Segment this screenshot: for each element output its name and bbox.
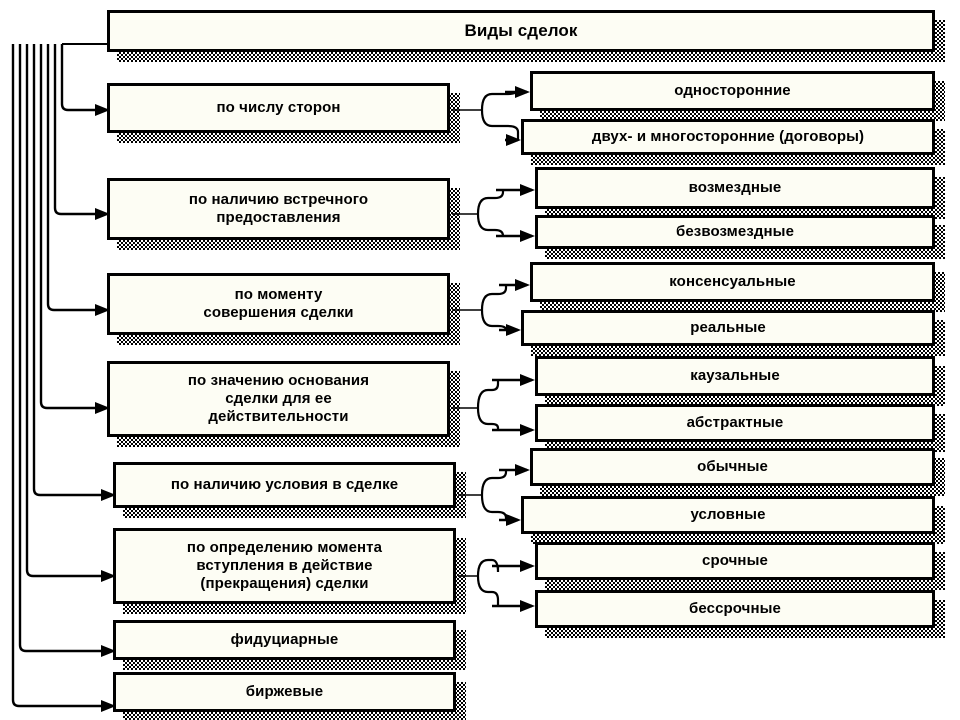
kind-label-k8: абстрактные <box>686 413 784 431</box>
criterion-node-c3[interactable]: по моменту совершения сделки <box>107 273 450 335</box>
criterion-label-c1: по числу сторон <box>216 98 341 116</box>
criterion-label-c3: по моменту совершения сделки <box>203 285 354 321</box>
trunk-to-c3 <box>46 44 104 312</box>
trunk-to-c7 <box>18 44 110 653</box>
criterion-node-c2[interactable]: по наличию встречного предоставления <box>107 178 450 240</box>
kind-node-k4[interactable]: безвозмездные <box>535 215 935 249</box>
kind-node-k9[interactable]: обычные <box>530 448 935 486</box>
kind-label-k12: бессрочные <box>689 599 781 617</box>
kind-node-k2[interactable]: двух- и многосторонние (договоры) <box>521 119 935 155</box>
kind-node-k6[interactable]: реальные <box>521 310 935 346</box>
trunk-to-c1 <box>60 44 104 112</box>
kind-label-k6: реальные <box>690 318 766 336</box>
criterion-node-c1[interactable]: по числу сторон <box>107 83 450 133</box>
kind-label-k9: обычные <box>697 457 768 475</box>
fork-c6-up <box>476 558 500 577</box>
kind-label-k2: двух- и многосторонние (договоры) <box>591 127 865 145</box>
kind-node-k5[interactable]: консенсуальные <box>530 262 935 302</box>
criterion-label-c6: по определению момента вступления в дейс… <box>186 538 383 593</box>
criterion-node-c5[interactable]: по наличию условия в сделке <box>113 462 456 508</box>
trunk-to-c8 <box>11 44 110 708</box>
criterion-label-c7: фидуциарные <box>230 630 339 648</box>
fork-c5-up <box>480 470 508 496</box>
criterion-node-c8[interactable]: биржевые <box>113 672 456 712</box>
kind-node-k8[interactable]: абстрактные <box>535 404 935 442</box>
kind-node-k1[interactable]: односторонние <box>530 71 935 111</box>
kind-node-k11[interactable]: срочные <box>535 542 935 580</box>
fork-c3-down <box>480 309 508 331</box>
fork-c4-up <box>476 380 500 409</box>
kind-label-k5: консенсуальные <box>669 272 796 290</box>
kind-label-k10: условные <box>690 505 766 523</box>
trunk-to-c6 <box>25 44 110 578</box>
kind-node-k7[interactable]: каузальные <box>535 356 935 396</box>
kind-label-k1: односторонние <box>674 81 791 99</box>
fork-c4-down <box>476 407 500 430</box>
kind-label-k3: возмездные <box>688 178 782 196</box>
criterion-label-c8: биржевые <box>245 682 324 700</box>
fork-c1-up <box>480 87 520 111</box>
criterion-label-c5: по наличию условия в сделке <box>170 475 399 493</box>
trunk-to-c2 <box>53 44 104 216</box>
fork-c2-down <box>476 213 505 237</box>
trunk-to-c4 <box>39 44 104 410</box>
criterion-label-c2: по наличию встречного предоставления <box>188 190 369 226</box>
kind-node-k10[interactable]: условные <box>521 496 935 534</box>
kind-label-k11: срочные <box>702 551 768 569</box>
kind-label-k7: каузальные <box>690 366 780 384</box>
criterion-node-c6[interactable]: по определению момента вступления в дейс… <box>113 528 456 604</box>
fork-c2-up <box>476 190 505 215</box>
trunk-to-c5 <box>32 44 110 497</box>
fork-c5-down <box>480 494 508 520</box>
criterion-node-c4[interactable]: по значению основания сделки для ее дейс… <box>107 361 450 437</box>
fork-c1-down <box>480 109 520 140</box>
kind-label-k4: безвозмездные <box>675 222 795 240</box>
fork-c6-down <box>476 575 500 606</box>
kind-node-k3[interactable]: возмездные <box>535 167 935 209</box>
fork-c3-up <box>480 285 508 311</box>
criterion-node-c7[interactable]: фидуциарные <box>113 620 456 660</box>
root-label: Виды сделок <box>464 20 578 40</box>
criterion-label-c4: по значению основания сделки для ее дейс… <box>187 371 370 426</box>
kind-node-k12[interactable]: бессрочные <box>535 590 935 628</box>
root-node[interactable]: Виды сделок <box>107 10 935 52</box>
